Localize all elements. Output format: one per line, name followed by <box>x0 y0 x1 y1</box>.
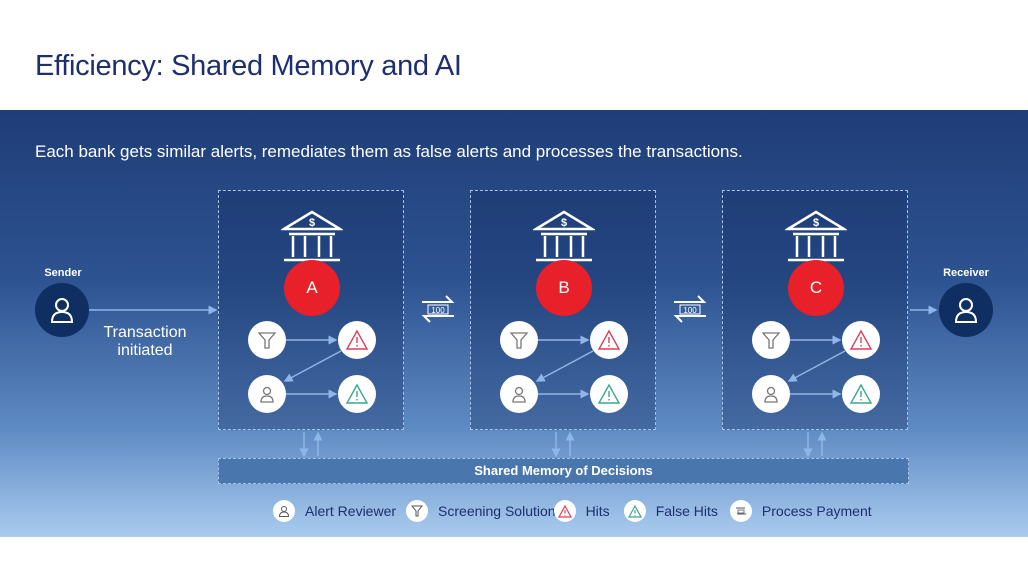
bank-box-a: $ A <box>218 190 404 430</box>
hit-alert-icon <box>842 321 880 359</box>
alert-reviewer-icon <box>752 375 790 413</box>
screening-solution-icon <box>406 500 429 522</box>
bank-box-b: $ B <box>470 190 656 430</box>
person-icon <box>954 298 978 323</box>
svg-text:$: $ <box>561 217 567 229</box>
hit-alert-icon <box>338 321 376 359</box>
svg-text:100: 100 <box>683 306 697 315</box>
bank-icon: $ <box>533 210 595 262</box>
false-hit-icon <box>842 375 880 413</box>
false-hit-icon <box>338 375 376 413</box>
false-hit-icon <box>590 375 628 413</box>
alert-reviewer-icon <box>248 375 286 413</box>
slide-subtitle: Each bank gets similar alerts, remediate… <box>35 142 743 161</box>
flow-arrows <box>787 335 846 399</box>
bank-icon: $ <box>281 210 343 262</box>
legend-false-hits: False Hits <box>655 503 718 519</box>
bank-icon: $ <box>785 210 847 262</box>
bank-badge: A <box>284 260 340 316</box>
legend: Alert Reviewer Screening Solution Hits F… <box>273 500 882 522</box>
flow-arrows <box>535 335 594 399</box>
sender-label: Sender <box>44 267 82 279</box>
screening-solution-icon <box>752 321 790 359</box>
svg-text:$: $ <box>813 217 819 229</box>
svg-text:100: 100 <box>431 306 445 315</box>
receiver-label: Receiver <box>943 267 989 279</box>
alert-reviewer-icon <box>273 500 295 522</box>
exchange-icon-bc: 100 <box>670 292 710 331</box>
person-icon <box>50 298 74 323</box>
process-payment-icon <box>729 500 752 522</box>
transaction-label: Transaction initiated <box>103 324 187 359</box>
screening-solution-icon <box>500 321 538 359</box>
legend-screening-solution: Screening Solution <box>438 503 556 519</box>
receiver-avatar <box>939 283 993 337</box>
bank-badge: C <box>788 260 844 316</box>
bank-box-c: $ C <box>722 190 908 430</box>
legend-alert-reviewer: Alert Reviewer <box>305 503 397 519</box>
screening-solution-icon <box>248 321 286 359</box>
slide-title: Efficiency: Shared Memory and AI <box>35 50 462 82</box>
bank-badge: B <box>536 260 592 316</box>
hits-icon <box>553 500 576 522</box>
flow-arrows <box>283 335 342 399</box>
false-hits-icon <box>623 500 646 522</box>
shared-memory-bar: Shared Memory of Decisions <box>218 458 909 484</box>
legend-hits: Hits <box>585 503 610 519</box>
svg-text:$: $ <box>309 217 315 229</box>
hit-alert-icon <box>590 321 628 359</box>
exchange-icon-ab: 100 <box>418 292 458 331</box>
sender-avatar <box>35 283 89 337</box>
legend-process-payment: Process Payment <box>761 503 872 519</box>
alert-reviewer-icon <box>500 375 538 413</box>
